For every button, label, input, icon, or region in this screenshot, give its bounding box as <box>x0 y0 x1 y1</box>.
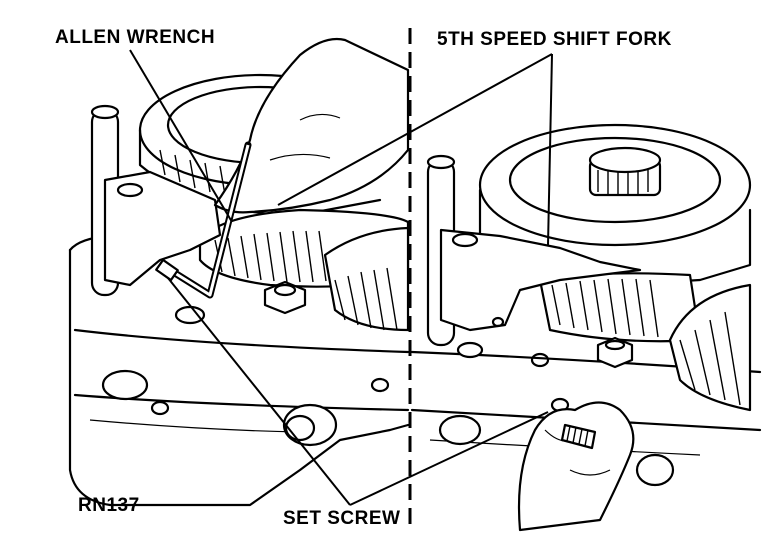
leader-set-screw-left <box>167 277 351 506</box>
case-plug <box>282 403 338 447</box>
shift-fork <box>103 170 222 287</box>
leader-set-screw-right <box>349 411 549 506</box>
label-allen-wrench: ALLEN WRENCH <box>55 27 216 48</box>
leader-lines <box>129 49 553 506</box>
label-5th-speed-shift-fork: 5TH SPEED SHIFT FORK <box>437 29 672 50</box>
left-panel-drawing <box>68 37 410 507</box>
leader-fork-left <box>277 53 553 206</box>
figure-code: RN137 <box>78 495 140 516</box>
hand <box>213 37 410 214</box>
hex-bolt <box>263 280 307 315</box>
set-screw <box>155 258 179 282</box>
shift-fork-right <box>439 228 642 332</box>
set-screw-removed <box>560 423 597 450</box>
fingers <box>517 401 635 532</box>
right-panel-drawing <box>410 123 762 532</box>
leader-allen-wrench <box>129 49 233 223</box>
leader-fork-right <box>547 53 553 246</box>
label-set-screw: SET SCREW <box>283 508 401 529</box>
